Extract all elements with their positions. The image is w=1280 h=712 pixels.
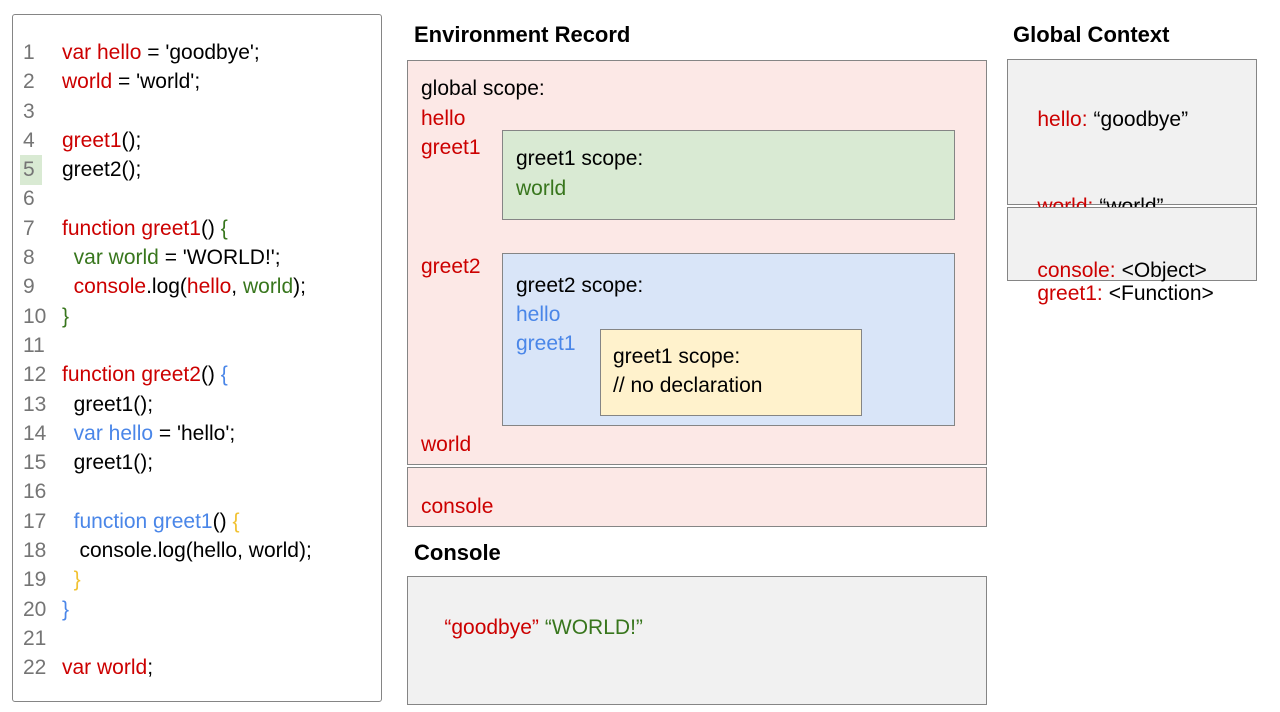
global-context-vars-box: hello:“goodbye” world:“world” greet1:<Fu…	[1007, 59, 1257, 305]
code-text: greet1();	[62, 392, 154, 416]
code-line: 14 var hello = 'hello';	[23, 419, 381, 448]
code-line: 16	[23, 477, 381, 506]
gc-console-name: console:	[1037, 259, 1116, 282]
code-line: 15 greet1();	[23, 448, 381, 477]
code-text: var world;	[62, 656, 154, 680]
code-text: function greet2() {	[62, 363, 228, 387]
console-output-world: “WORLD!”	[544, 616, 643, 639]
gc-hello-value: “goodbye”	[1093, 108, 1189, 131]
greet2-scope-var-greet1: greet1	[516, 332, 576, 355]
code-lines: 1 var hello = 'goodbye'; 2 world = 'world';…	[20, 38, 381, 683]
code-line: 1 var hello = 'goodbye';	[23, 38, 381, 67]
code-line: 4 greet1();	[23, 126, 381, 155]
code-line: 12 function greet2() {	[23, 360, 381, 389]
console-output-goodbye: “goodbye”	[444, 616, 539, 639]
code-text: var hello = 'hello';	[62, 421, 236, 445]
code-text: }	[62, 304, 70, 328]
code-line: 9 console.log(hello, world);	[23, 272, 381, 301]
code-line: 2 world = 'world';	[23, 67, 381, 96]
gc-row-greet1: greet1:<Function>	[1014, 250, 1256, 337]
global-var-world: world	[421, 433, 472, 456]
line-number: 8	[23, 246, 35, 270]
line-number: 17	[23, 509, 47, 533]
global-context-title: Global Context	[1013, 22, 1170, 47]
console-title: Console	[414, 540, 501, 565]
global-var-hello: hello	[421, 107, 466, 130]
console-output-box: “goodbye”“WORLD!”	[407, 576, 987, 705]
gc-row-console: console:<Object>	[1014, 227, 1256, 314]
line-number: 6	[23, 187, 35, 211]
code-text: function greet1() {	[62, 509, 240, 533]
line-number: 11	[23, 333, 45, 357]
console-output-line: “goodbye”“WORLD!”	[421, 590, 643, 665]
greet1-scope-label: greet1 scope:	[516, 147, 644, 170]
console-record-box: console	[407, 467, 987, 527]
line-number: 7	[23, 216, 35, 240]
code-text: console.log(hello, world);	[62, 275, 306, 299]
global-scope-label: global scope:	[421, 77, 545, 100]
environment-record-title: Environment Record	[414, 22, 631, 47]
code-text: var world = 'WORLD!';	[62, 246, 281, 270]
code-line: 10}	[23, 302, 381, 331]
line-number: 16	[23, 480, 47, 504]
code-line: 8 var world = 'WORLD!';	[23, 243, 381, 272]
code-text: function greet1() {	[62, 216, 228, 240]
greet1-scope-var-world: world	[516, 177, 567, 200]
greet1-inner-scope-label: greet1 scope:	[613, 345, 741, 368]
line-number: 18	[23, 539, 47, 563]
gc-greet1-name: greet1:	[1037, 282, 1103, 305]
line-number: 4	[23, 128, 35, 152]
greet1-scope-box: greet1 scope: world	[502, 130, 955, 220]
line-number: 10	[23, 304, 47, 328]
global-var-greet2: greet2	[421, 255, 481, 278]
global-context-console-box: console:<Object>	[1007, 207, 1257, 282]
code-line: 17 function greet1() {	[23, 507, 381, 536]
line-number: 2	[23, 70, 35, 94]
greet1-inner-scope-box: greet1 scope: // no declaration	[600, 329, 862, 416]
console-record-label: console	[421, 495, 494, 518]
line-number: 13	[23, 392, 47, 416]
global-var-greet1: greet1	[421, 136, 481, 159]
gc-greet1-value: <Function>	[1108, 282, 1214, 305]
code-line: 6	[23, 184, 381, 213]
gc-hello-name: hello:	[1037, 108, 1088, 131]
code-text: world = 'world';	[62, 70, 201, 94]
line-number-highlighted: 5	[20, 155, 62, 186]
line-number: 14	[23, 421, 47, 445]
code-text: greet1();	[62, 128, 142, 152]
line-number: 19	[23, 568, 47, 592]
greet2-scope-var-hello: hello	[516, 303, 561, 326]
greet2-scope-box: greet2 scope: hello greet1 greet1 scope:…	[502, 253, 955, 426]
line-number: 9	[23, 275, 35, 299]
line-number: 12	[23, 363, 47, 387]
code-line: 3	[23, 97, 381, 126]
code-text: console.log(hello, world);	[62, 539, 312, 563]
code-text: greet2();	[62, 158, 142, 182]
code-editor-panel: 1 var hello = 'goodbye'; 2 world = 'world';…	[12, 14, 382, 702]
code-line: 22 var world;	[23, 653, 381, 682]
global-scope-box: global scope: hello greet1 greet1 scope:…	[407, 60, 987, 465]
code-line: 11	[23, 331, 381, 360]
code-line: 20}	[23, 595, 381, 624]
line-number: 22	[23, 656, 47, 680]
greet1-inner-scope-comment: // no declaration	[613, 374, 763, 397]
code-line: 19 }	[23, 565, 381, 594]
code-line: 7 function greet1() {	[23, 214, 381, 243]
gc-row-hello: hello:“goodbye”	[1014, 76, 1256, 163]
code-text: var hello = 'goodbye';	[62, 41, 260, 64]
line-number: 20	[23, 597, 47, 621]
code-text: }	[62, 568, 81, 592]
greet2-scope-label: greet2 scope:	[516, 274, 644, 297]
code-line: 13 greet1();	[23, 390, 381, 419]
code-text: }	[62, 597, 70, 621]
code-line: 18 console.log(hello, world);	[23, 536, 381, 565]
line-number: 1	[23, 41, 35, 64]
line-number: 15	[23, 451, 47, 475]
line-number: 21	[23, 626, 47, 650]
gc-console-value: <Object>	[1121, 259, 1207, 282]
code-text: greet1();	[62, 451, 154, 475]
code-line: 21	[23, 624, 381, 653]
line-number: 3	[23, 99, 35, 123]
